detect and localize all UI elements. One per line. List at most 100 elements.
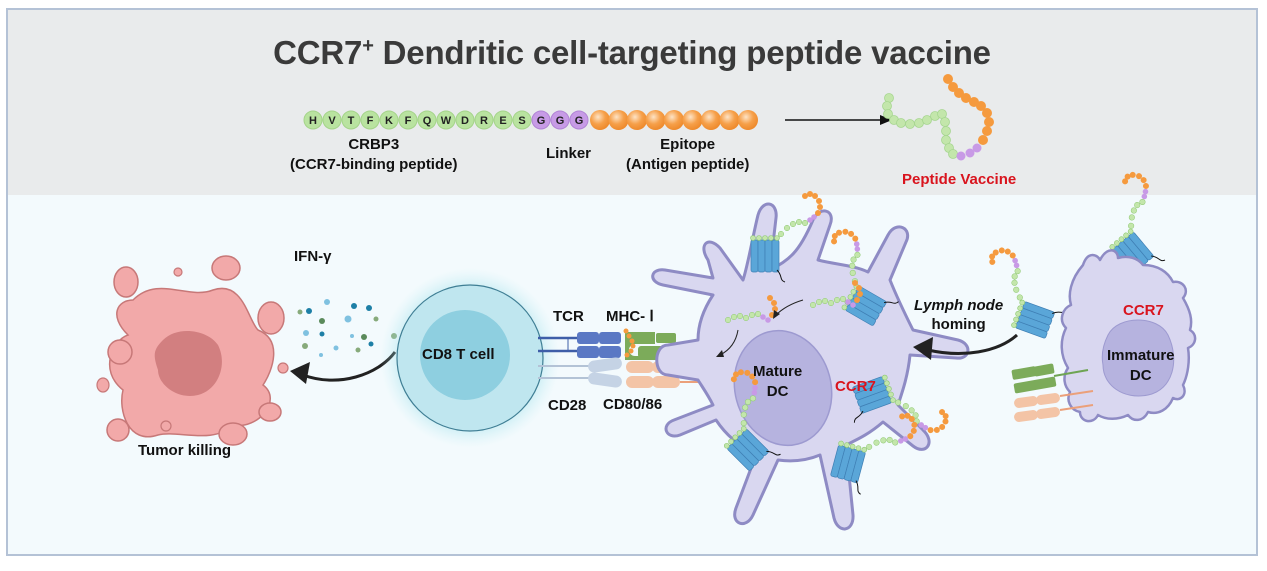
peptide-vaccine-label: Peptide Vaccine: [902, 171, 1017, 188]
arrow-to-vaccine: [785, 115, 892, 125]
svg-text:G: G: [575, 115, 584, 127]
vaccine-bead: [922, 115, 932, 125]
epitope-bead: [738, 110, 758, 130]
vaccine-bead: [965, 148, 975, 158]
linker-bead: G: [531, 110, 551, 130]
vaccine-bead: [948, 82, 958, 92]
mature-dc-label-line1: Mature: [753, 363, 803, 380]
immature-dc-label: Immature DC: [1107, 346, 1175, 386]
ifn-gamma-label: IFN-γ: [294, 248, 332, 265]
svg-text:Q: Q: [423, 115, 432, 127]
arrow-to-tumor: [290, 351, 397, 384]
residue-bead: W: [436, 110, 456, 130]
vaccine-bead: [982, 108, 992, 118]
residue-bead: K: [379, 110, 399, 130]
homing-label-line2: homing: [931, 316, 986, 333]
vaccine-bead: [941, 126, 951, 136]
svg-text:G: G: [556, 115, 565, 127]
svg-text:K: K: [385, 115, 393, 127]
tcr-label: TCR: [553, 308, 584, 325]
epitope-bead: [627, 110, 647, 130]
cd28-receptor: [538, 357, 622, 388]
mature-dc-label: Mature DC: [753, 362, 802, 402]
svg-text:W: W: [441, 115, 452, 127]
svg-text:T: T: [348, 115, 355, 127]
vaccine-bead: [882, 101, 892, 111]
epitope-bead: [664, 110, 684, 130]
cd80-86-label: CD80/86: [603, 396, 663, 413]
linker-label: Linker: [546, 145, 592, 162]
svg-text:V: V: [328, 115, 336, 127]
title-ccr7: CCR7: [273, 34, 363, 71]
vaccine-bead: [956, 151, 966, 161]
internalization-arrows: [716, 299, 804, 357]
residue-bead: F: [398, 110, 418, 130]
epitope-label-line2: (Antigen peptide): [626, 156, 750, 173]
residue-bead: E: [493, 110, 513, 130]
title-rest: Dendritic cell-targeting peptide vaccine: [373, 34, 991, 71]
vaccine-bead: [982, 126, 992, 136]
figure-frame: CCR7+ Dendritic cell-targeting peptide v…: [6, 8, 1258, 556]
residue-bead: T: [341, 110, 361, 130]
vaccine-bead: [940, 117, 950, 127]
immature-dendritic-cell: [1011, 249, 1197, 423]
residue-bead: D: [455, 110, 475, 130]
vaccine-bead: [905, 119, 915, 129]
crbp3-label-line1: CRBP3: [348, 136, 400, 153]
vaccine-bead: [896, 118, 906, 128]
cd8-t-cell-label: CD8 T cell: [422, 346, 495, 363]
crbp3-label: CRBP3 (CCR7-binding peptide): [290, 135, 457, 175]
ccr7-receptor: [989, 247, 1067, 339]
crbp3-label-line2: (CCR7-binding peptide): [290, 156, 458, 173]
epitope-bead: [590, 110, 610, 130]
svg-text:S: S: [518, 115, 525, 127]
lymph-node-homing-label: Lymph node homing: [914, 296, 1003, 334]
residue-bead: F: [360, 110, 380, 130]
tcr-receptor: [538, 332, 621, 358]
immature-dc-label-line2: DC: [1129, 367, 1152, 384]
epitope-label: Epitope (Antigen peptide): [626, 135, 749, 175]
residue-bead: S: [512, 110, 532, 130]
free-peptide: [724, 295, 778, 324]
mature-dendritic-cell: [651, 202, 970, 531]
title-superscript: +: [362, 35, 374, 57]
free-peptide: [809, 280, 863, 309]
vaccine-bead: [984, 117, 994, 127]
epitope-bead: [682, 110, 703, 130]
svg-text:R: R: [480, 115, 488, 127]
vaccine-bead: [978, 135, 988, 145]
ccr7-receptor: [750, 191, 823, 283]
epitope-bead: [719, 110, 740, 130]
svg-text:F: F: [405, 115, 412, 127]
header-band: [8, 10, 1256, 195]
ccr7-immature-label: CCR7: [1123, 302, 1164, 319]
svg-text:H: H: [309, 115, 317, 127]
cd8-t-cell: [380, 268, 560, 448]
vaccine-bead: [972, 143, 982, 153]
epitope-peptide-chain: [590, 110, 758, 130]
vaccine-bead: [883, 109, 893, 119]
figure-title: CCR7+ Dendritic cell-targeting peptide v…: [8, 34, 1256, 72]
svg-text:D: D: [461, 115, 469, 127]
residue-bead: Q: [417, 110, 437, 130]
vaccine-bead: [961, 93, 971, 103]
epitope-label-line1: Epitope: [660, 136, 716, 153]
svg-text:G: G: [537, 115, 546, 127]
epitope-bead: [701, 110, 721, 130]
peptide-vaccine-icon: [882, 74, 994, 161]
mature-dc-label-line2: DC: [766, 383, 789, 400]
epitope-bead: [645, 110, 666, 130]
residue-bead: R: [474, 110, 494, 130]
vaccine-bead: [943, 74, 953, 84]
vaccine-bead: [969, 97, 979, 107]
homing-arrow: [913, 333, 1018, 360]
tumor-killing-label: Tumor killing: [138, 442, 232, 459]
vaccine-bead: [948, 149, 958, 159]
residue-bead: V: [322, 110, 342, 130]
ccr7-receptor: [723, 369, 781, 471]
residue-bead: H: [303, 110, 323, 130]
ccr7-mature-label: CCR7: [835, 378, 876, 395]
